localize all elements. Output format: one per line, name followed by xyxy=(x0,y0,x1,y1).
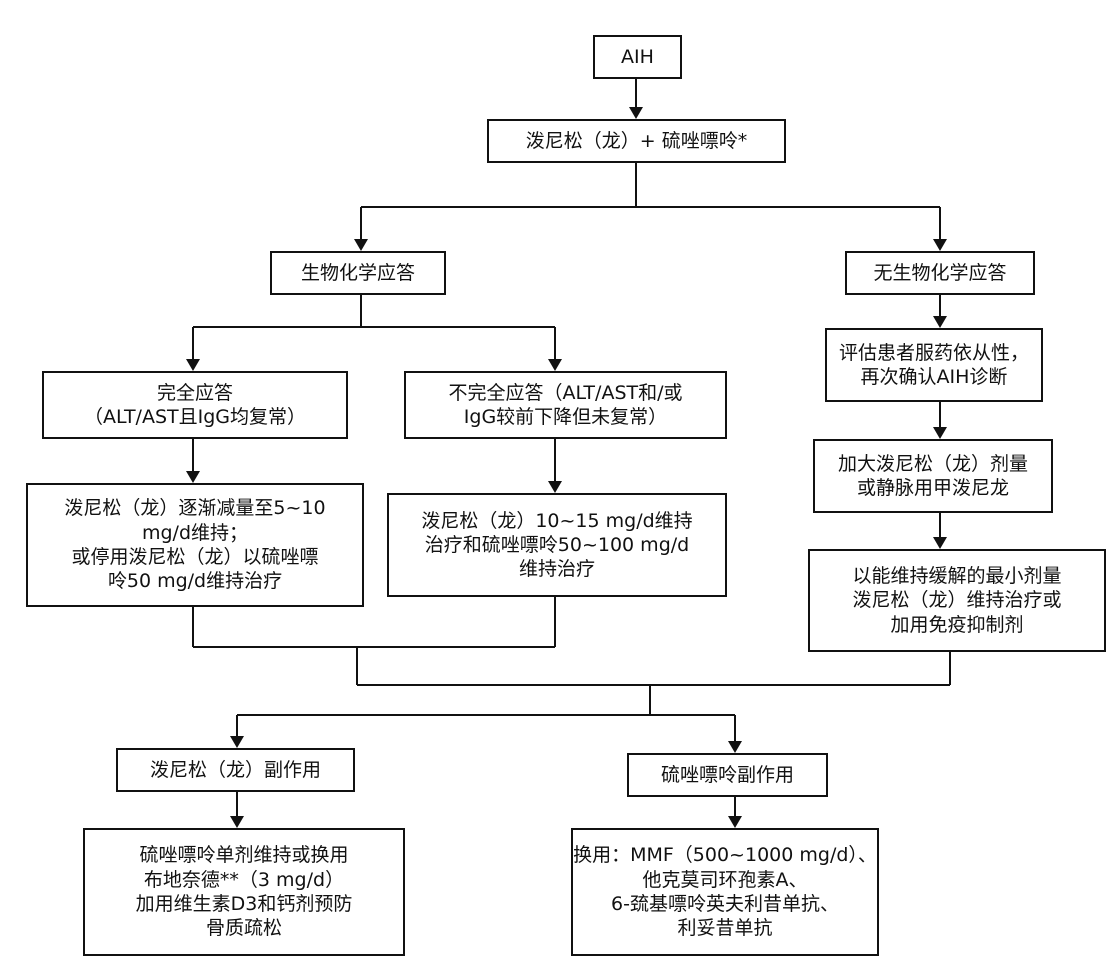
node-text-line: 泼尼松（龙）+ 硫唑嘌呤* xyxy=(525,129,748,152)
connector-arrowhead xyxy=(629,107,643,119)
connector-arrowhead xyxy=(186,359,200,371)
node-text-line: AIH xyxy=(621,45,654,68)
node-text-line: 生物化学应答 xyxy=(300,261,415,284)
node-text-line: 泼尼松（龙）副作用 xyxy=(149,758,321,781)
node-prednisone-alternative: 硫唑嘌呤单剂维持或换用布地奈德**（3 mg/d）加用维生素D3和钙剂预防骨质疏… xyxy=(83,828,405,956)
node-text-line: 完全应答 xyxy=(156,381,233,404)
node-text-line: 他克莫司环孢素A、 xyxy=(642,868,808,891)
node-text-line: 呤50 mg/d维持治疗 xyxy=(107,570,283,593)
node-text-line: 泼尼松（龙）10~15 mg/d维持 xyxy=(421,509,693,532)
connector-arrowhead xyxy=(230,736,244,748)
connector-arrowhead xyxy=(933,316,947,328)
node-text-line: 以能维持缓解的最小剂量 xyxy=(852,565,1062,588)
node-azathioprine-alternative: 换用：MMF（500~1000 mg/d）、他克莫司环孢素A、6-巯基嘌呤英夫利… xyxy=(571,828,879,956)
connector-arrowhead xyxy=(933,239,947,251)
node-minimum-dose: 以能维持缓解的最小剂量泼尼松（龙）维持治疗或加用免疫抑制剂 xyxy=(808,549,1106,652)
node-assess-adherence: 评估患者服药依从性，再次确认AIH诊断 xyxy=(825,328,1043,402)
connector-arrowhead xyxy=(728,741,742,753)
connector-arrowhead xyxy=(548,481,562,493)
node-text-line: 治疗和硫唑嘌呤50~100 mg/d xyxy=(424,533,690,556)
node-biochemical-response: 生物化学应答 xyxy=(270,251,446,295)
node-text-line: 再次确认AIH诊断 xyxy=(860,366,1008,388)
connector-arrowhead xyxy=(933,537,947,549)
node-azathioprine-side-effects: 硫唑嘌呤副作用 xyxy=(627,753,828,797)
node-text-line: 布地奈德**（3 mg/d） xyxy=(143,868,345,891)
node-text-line: 骨质疏松 xyxy=(205,917,282,940)
connector-arrowhead xyxy=(186,471,200,483)
node-text-line: 加用免疫抑制剂 xyxy=(890,613,1024,636)
connector-arrowhead xyxy=(230,816,244,828)
connector-arrowhead xyxy=(933,427,947,439)
node-text-line: 或静脉用甲泼尼龙 xyxy=(856,477,1009,499)
node-increase-dose: 加大泼尼松（龙）剂量或静脉用甲泼尼龙 xyxy=(813,439,1053,513)
node-text-line: 换用：MMF（500~1000 mg/d）、 xyxy=(573,844,877,867)
node-text-line: 硫唑嘌呤副作用 xyxy=(660,763,794,786)
node-text-line: 维持治疗 xyxy=(518,558,595,581)
node-text-line: （ALT/AST且IgG均复常） xyxy=(83,406,307,428)
node-text-line: 加用维生素D3和钙剂预防 xyxy=(135,893,353,915)
node-text-line: 或停用泼尼松（龙）以硫唑嘌 xyxy=(71,546,319,568)
connector-arrowhead xyxy=(728,816,742,828)
node-complete-response: 完全应答（ALT/AST且IgG均复常） xyxy=(42,371,348,439)
node-aih: AIH xyxy=(593,35,682,79)
node-prednisone-side-effects: 泼尼松（龙）副作用 xyxy=(116,748,355,792)
node-text-line: IgG较前下降但未复常） xyxy=(463,406,668,428)
connector-arrowhead xyxy=(354,239,368,251)
node-text-line: mg/d维持； xyxy=(141,521,249,544)
node-text-line: 利妥昔单抗 xyxy=(677,917,773,940)
node-text-line: 泼尼松（龙）维持治疗或 xyxy=(852,589,1062,612)
node-no-biochemical-response: 无生物化学应答 xyxy=(845,251,1035,295)
node-text-line: 6-巯基嘌呤英夫利昔单抗、 xyxy=(611,893,839,915)
node-text-line: 加大泼尼松（龙）剂量 xyxy=(837,452,1028,475)
node-text-line: 泼尼松（龙）逐渐减量至5~10 xyxy=(64,497,326,520)
node-text-line: 不完全应答（ALT/AST和/或 xyxy=(448,381,683,404)
node-text-line: 硫唑嘌呤单剂维持或换用 xyxy=(139,844,349,867)
connector-arrowhead xyxy=(548,359,562,371)
node-text-line: 评估患者服药依从性， xyxy=(838,341,1029,364)
node-text-line: 无生物化学应答 xyxy=(873,261,1007,284)
node-initial-treatment: 泼尼松（龙）+ 硫唑嘌呤* xyxy=(487,119,786,163)
